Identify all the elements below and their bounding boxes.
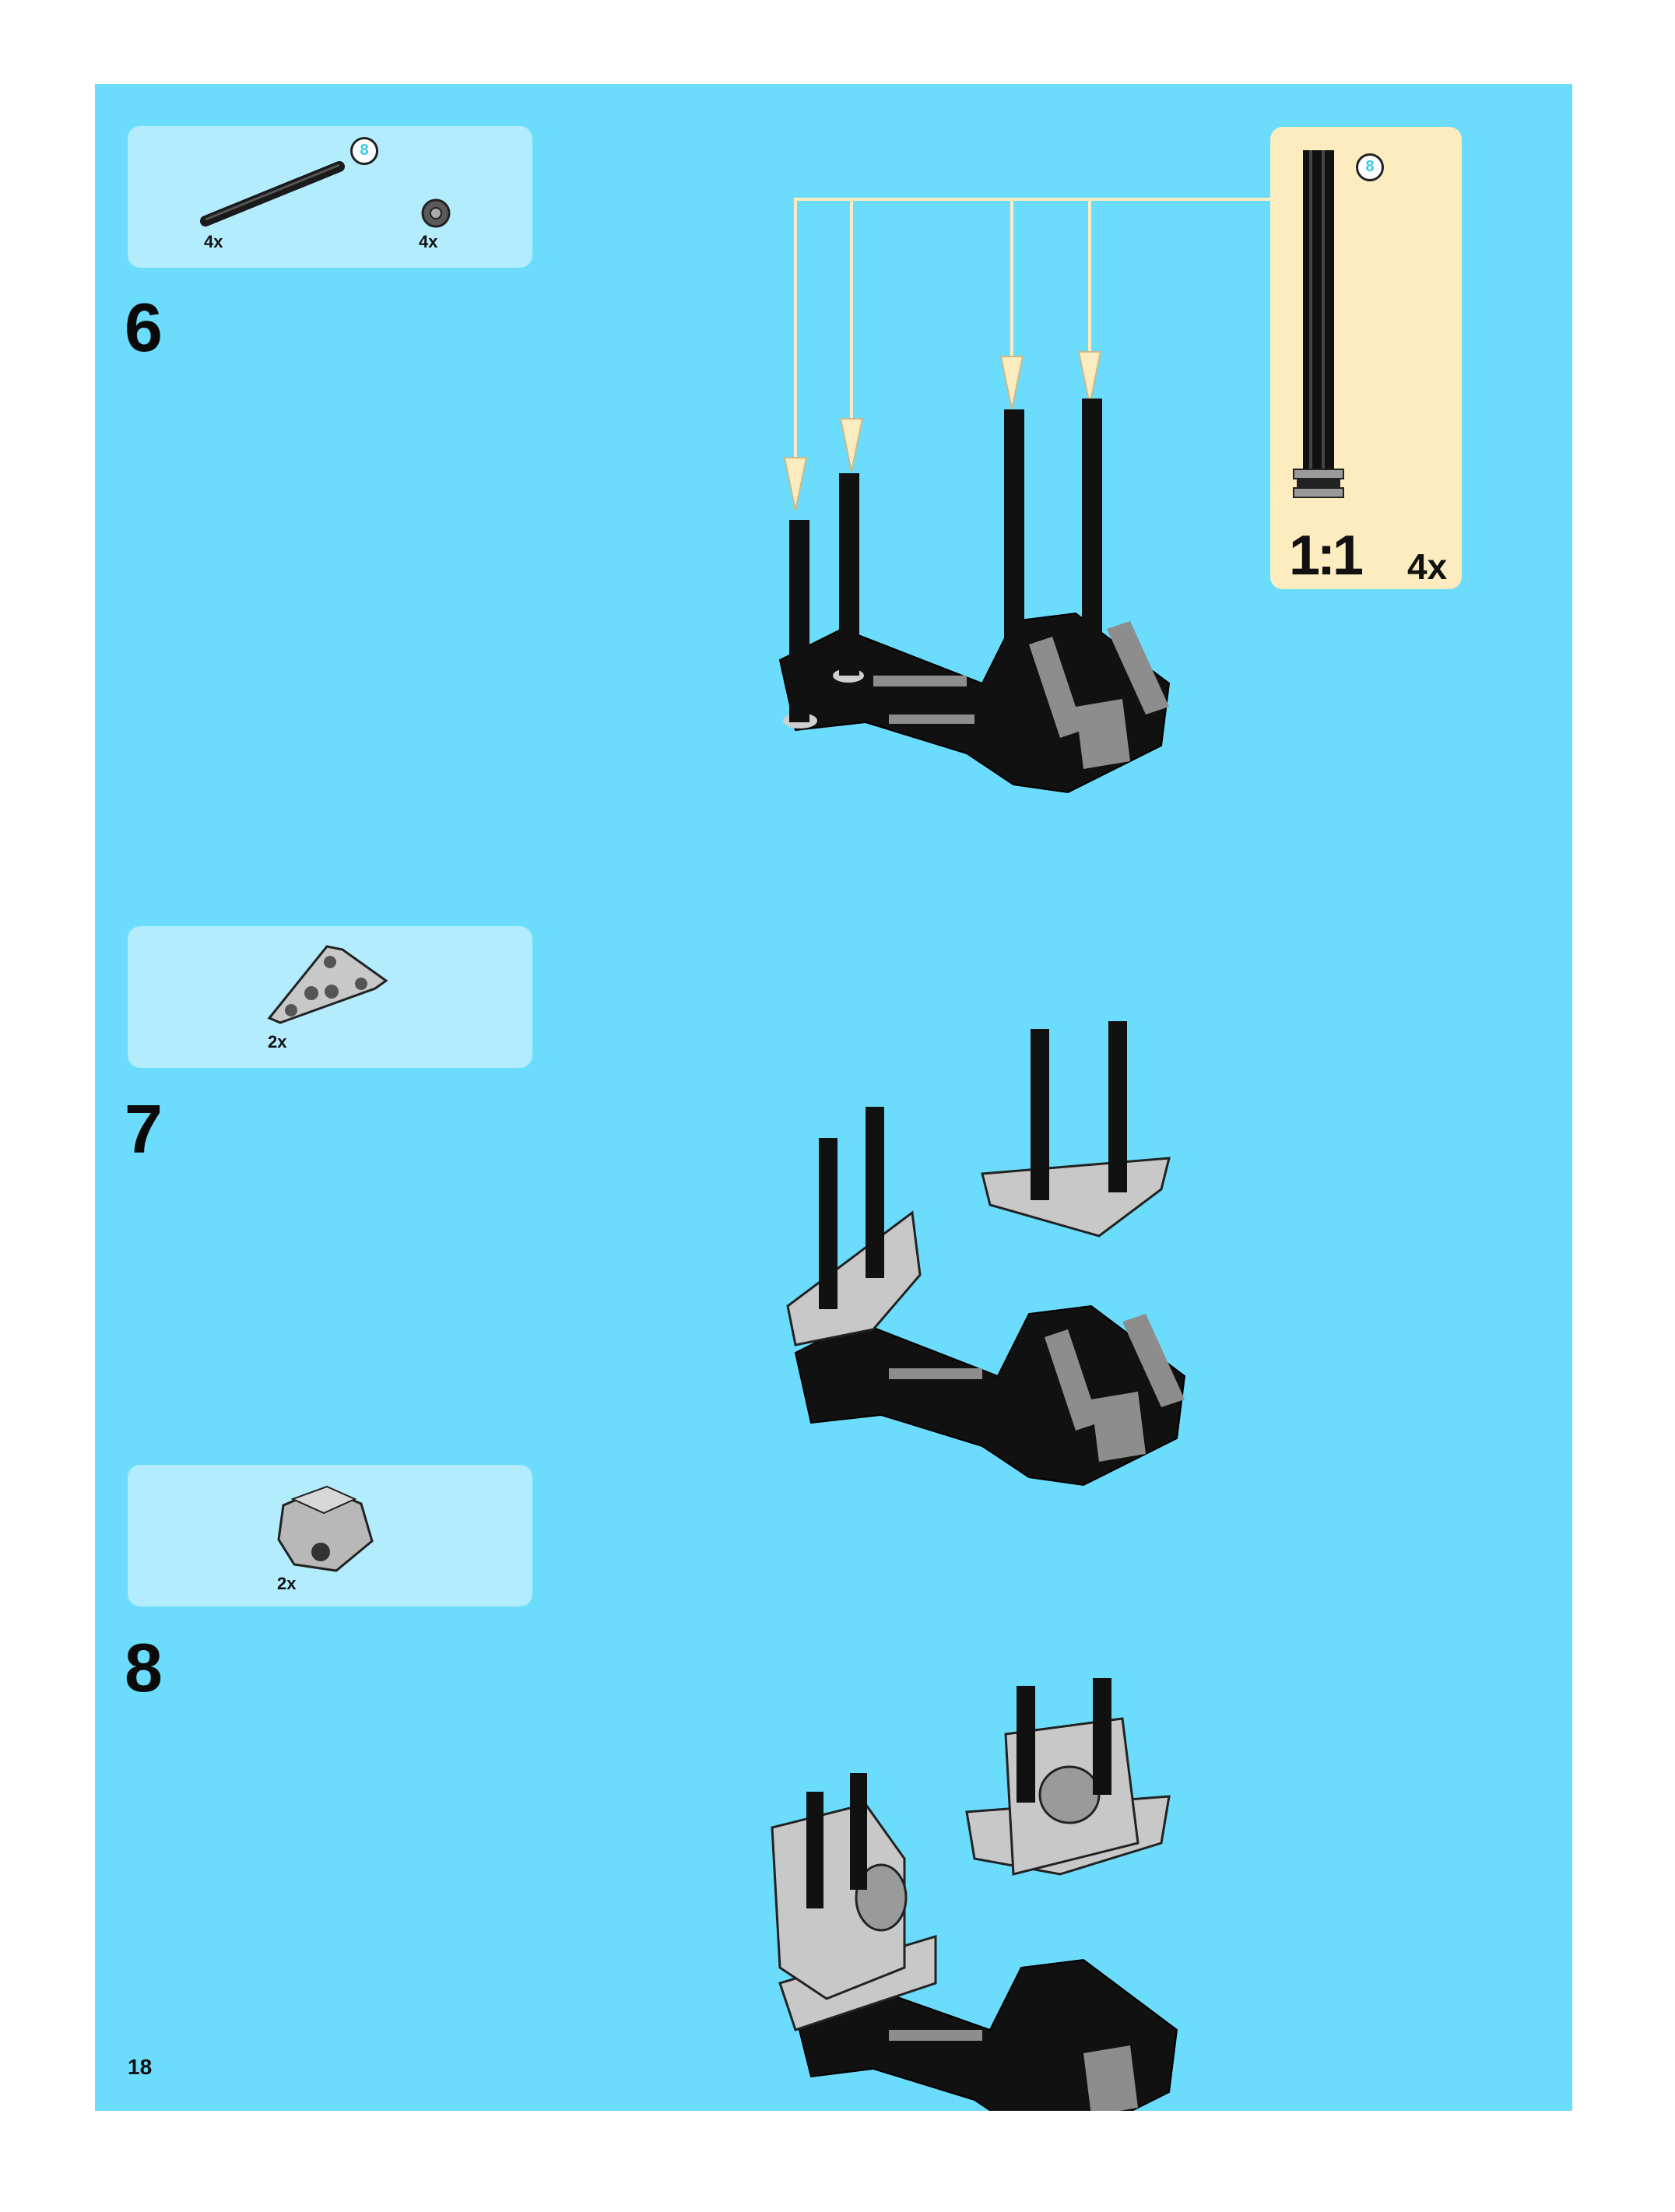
page-number: 18 [128, 2055, 152, 2080]
step-8-model-illustration [95, 84, 1572, 2111]
instruction-page: 8 4x 4x 6 [95, 84, 1572, 2111]
